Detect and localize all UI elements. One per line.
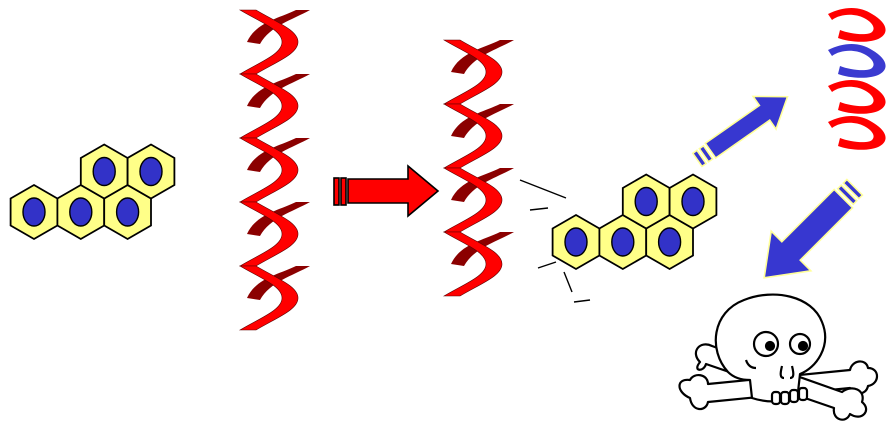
helix-turn [239, 9, 311, 75]
helix-turn [239, 201, 311, 267]
ring-dot [657, 227, 682, 257]
ring-dot [92, 156, 116, 187]
ring-dot [564, 227, 588, 257]
helix-turn [443, 103, 515, 169]
ring-dot [611, 227, 635, 257]
ring-dot [69, 197, 93, 227]
helix-turn [239, 137, 311, 203]
dna-strand-segment [828, 116, 886, 150]
helix-turn [239, 73, 311, 139]
adduct-bond-lines [519, 179, 591, 303]
dna-helix-icon [443, 39, 515, 297]
blue-arrow-icon [763, 178, 864, 279]
ring-dot [115, 197, 140, 227]
blue-arrow-icon [691, 95, 789, 168]
skull-crossbones-icon [678, 293, 879, 421]
ring-dot [681, 186, 705, 217]
ring-dot [634, 186, 658, 217]
helix-turn [443, 231, 515, 297]
helix-turn [443, 39, 515, 105]
benzopyrene-molecule-icon [551, 173, 718, 270]
ring-dot [139, 156, 163, 187]
mutated-dna-icon [828, 8, 886, 150]
dna-helix-icon [239, 9, 311, 331]
red-arrow-icon [333, 164, 440, 218]
helix-turn [239, 265, 311, 331]
dna-strand-segment [828, 8, 886, 42]
helix-turn [443, 167, 515, 233]
benzopyrene-molecule-icon [9, 143, 176, 240]
dna-strand-segment [828, 44, 886, 78]
dna-strand-segment [828, 80, 886, 114]
ring-dot [22, 197, 46, 227]
